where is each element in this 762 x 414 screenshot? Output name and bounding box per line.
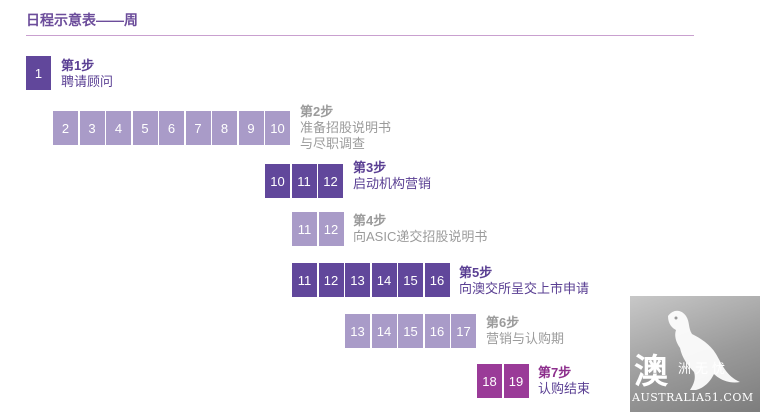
step-1-cells: 1 bbox=[26, 56, 51, 90]
week-cell: 11 bbox=[291, 164, 317, 198]
step-1-title: 第1步 bbox=[61, 58, 95, 73]
week-cell: 6 bbox=[159, 111, 184, 145]
step-7-cells: 18 19 bbox=[477, 364, 529, 398]
step-2-desc-2: 与尽职调查 bbox=[300, 136, 366, 151]
watermark-logo: 澳 洲无忧 AUSTRALIA51.COM bbox=[630, 296, 760, 412]
week-cell: 14 bbox=[371, 314, 397, 348]
week-cell: 12 bbox=[318, 263, 344, 297]
step-4-desc: 向ASIC递交招股说明书 bbox=[353, 229, 488, 244]
step-3-title: 第3步 bbox=[353, 160, 387, 175]
step-4-label: 第4步 向ASIC递交招股说明书 bbox=[353, 213, 487, 245]
step-7-title: 第7步 bbox=[538, 365, 572, 380]
week-cell: 8 bbox=[212, 111, 237, 145]
step-3-cells: 10 11 12 bbox=[265, 164, 343, 198]
week-cell: 10 bbox=[265, 164, 290, 198]
week-cell: 1 bbox=[26, 56, 51, 90]
week-cell: 5 bbox=[132, 111, 158, 145]
step-2-desc: 准备招股说明书 bbox=[300, 120, 392, 135]
page-title: 日程示意表——周 bbox=[26, 12, 138, 28]
step-7-label: 第7步 认购结束 bbox=[538, 365, 590, 397]
step-2-label: 第2步 准备招股说明书 与尽职调查 bbox=[300, 104, 391, 152]
watermark-chars: 洲无忧 bbox=[678, 361, 730, 376]
week-cell: 17 bbox=[451, 314, 476, 348]
watermark-url: AUSTRALIA51.COM bbox=[632, 391, 754, 404]
step-6-cells: 13 14 15 16 17 bbox=[345, 314, 476, 348]
week-cell: 16 bbox=[424, 314, 450, 348]
step-5-title: 第5步 bbox=[459, 265, 493, 280]
week-cell: 15 bbox=[398, 314, 423, 348]
step-6-desc: 营销与认购期 bbox=[486, 331, 565, 346]
step-3-label: 第3步 启动机构营销 bbox=[353, 160, 431, 192]
step-4-title: 第4步 bbox=[353, 213, 387, 228]
step-7-desc: 认购结束 bbox=[538, 381, 591, 396]
week-cell: 19 bbox=[503, 364, 529, 398]
watermark-char: 澳 bbox=[634, 352, 668, 392]
week-cell: 14 bbox=[371, 263, 397, 297]
step-1-label: 第1步 聘请顾问 bbox=[61, 58, 113, 90]
week-cell: 10 bbox=[265, 111, 290, 145]
step-4-cells: 11 12 bbox=[292, 212, 344, 246]
step-2-title: 第2步 bbox=[300, 104, 334, 119]
week-cell: 3 bbox=[79, 111, 105, 145]
week-cell: 2 bbox=[53, 111, 78, 145]
step-6-title: 第6步 bbox=[486, 315, 520, 330]
week-cell: 13 bbox=[345, 314, 370, 348]
week-cell: 11 bbox=[292, 212, 317, 246]
week-cell: 7 bbox=[185, 111, 211, 145]
week-cell: 16 bbox=[424, 263, 450, 297]
week-cell: 15 bbox=[398, 263, 423, 297]
week-cell: 9 bbox=[238, 111, 264, 145]
title-divider bbox=[26, 35, 694, 36]
kangaroo-icon bbox=[668, 310, 740, 390]
step-5-desc: 向澳交所呈交上市申请 bbox=[459, 281, 590, 296]
step-6-label: 第6步 营销与认购期 bbox=[486, 315, 564, 347]
week-cell: 12 bbox=[318, 212, 344, 246]
step-1-desc: 聘请顾问 bbox=[61, 74, 114, 89]
week-cell: 4 bbox=[106, 111, 131, 145]
week-cell: 12 bbox=[318, 164, 343, 198]
week-cell: 11 bbox=[292, 263, 317, 297]
week-cell: 13 bbox=[345, 263, 370, 297]
step-5-cells: 11 12 13 14 15 16 bbox=[292, 263, 450, 297]
week-cell: 18 bbox=[477, 364, 502, 398]
step-2-cells: 2 3 4 5 6 7 8 9 10 bbox=[53, 111, 290, 145]
step-3-desc: 启动机构营销 bbox=[353, 176, 432, 191]
step-5-label: 第5步 向澳交所呈交上市申请 bbox=[459, 265, 589, 297]
